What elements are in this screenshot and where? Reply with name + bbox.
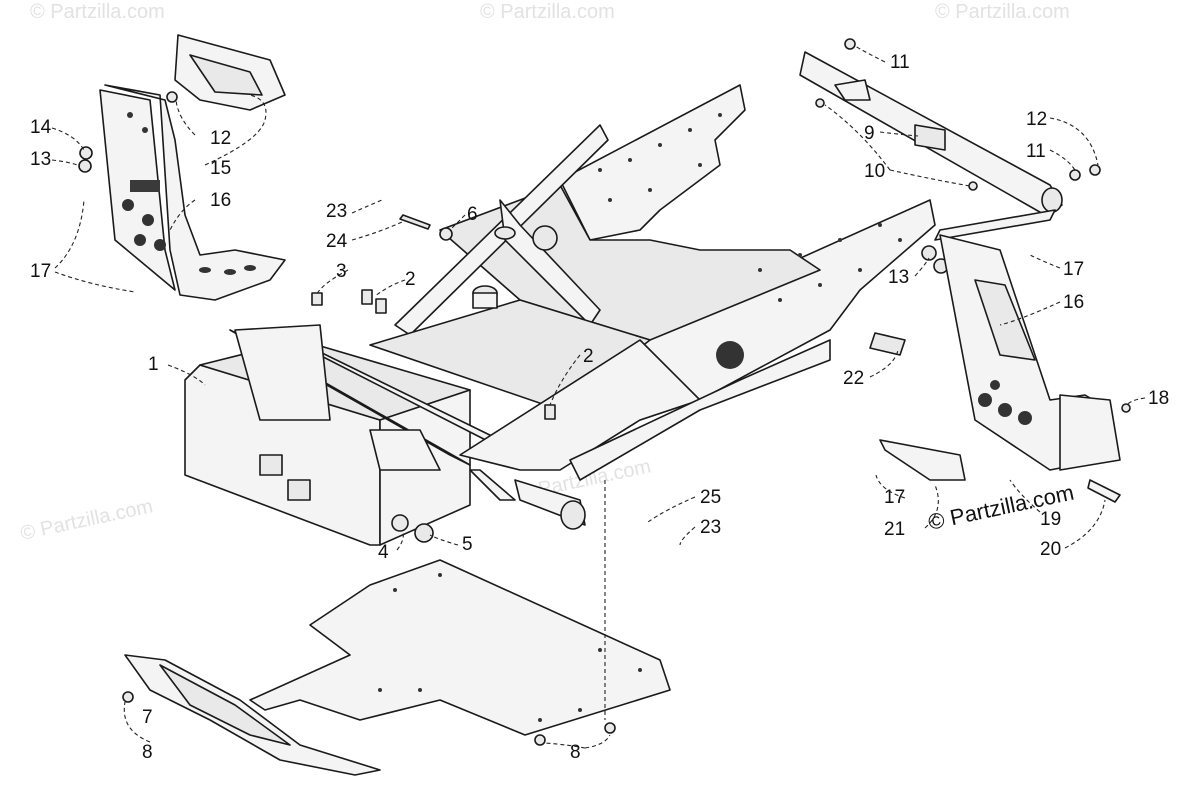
callout-7: 7 <box>142 707 153 728</box>
watermark: © Partzilla.com <box>18 495 154 545</box>
callout-23: 23 <box>326 201 347 222</box>
skid-plate-7 <box>124 654 381 776</box>
bolt-11 <box>844 38 856 50</box>
callout-1: 1 <box>148 354 159 375</box>
callout-2: 2 <box>405 269 416 290</box>
nut-10 <box>968 181 978 191</box>
callout-2: 2 <box>583 346 594 367</box>
left-screw-12 <box>166 91 178 103</box>
callout-17: 17 <box>30 261 51 282</box>
callout-17: 17 <box>1063 259 1084 280</box>
steering-support-9 <box>799 51 1063 241</box>
callout-16: 16 <box>210 190 231 211</box>
callout-12: 12 <box>1026 109 1047 130</box>
callout-8: 8 <box>142 742 153 763</box>
callout-16: 16 <box>1063 292 1084 313</box>
bumper-2 <box>544 404 556 420</box>
callout-22: 22 <box>843 368 864 389</box>
bushing-4 <box>391 514 409 532</box>
watermark: © Partzilla.com <box>480 1 615 23</box>
bumper-2 <box>375 298 387 314</box>
callout-6: 6 <box>467 204 478 225</box>
right-footrest-assembly <box>869 234 1121 503</box>
leader-lines <box>51 45 1146 749</box>
callout-18: 18 <box>1148 388 1169 409</box>
left-footrest-assembly <box>99 34 286 301</box>
grommet-6 <box>439 227 453 241</box>
bolt-18 <box>1121 403 1131 413</box>
callout-10: 10 <box>864 161 885 182</box>
callout-13: 13 <box>888 267 909 288</box>
callout-13: 13 <box>30 149 51 170</box>
screw-8 <box>534 734 546 746</box>
callout-23: 23 <box>700 517 721 538</box>
callout-25: 25 <box>700 487 721 508</box>
callout-12: 12 <box>210 128 231 149</box>
callout-11: 11 <box>890 52 910 73</box>
watermark: © Partzilla.com <box>935 1 1070 23</box>
screw-8 <box>604 722 616 734</box>
callout-21: 21 <box>884 519 905 540</box>
bumper-2 <box>361 289 373 305</box>
callout-17: 17 <box>884 487 905 508</box>
chassis-frame <box>184 84 936 546</box>
callout-3: 3 <box>336 261 347 282</box>
callout-20: 20 <box>1040 539 1061 560</box>
left-bolt-14 <box>79 146 93 160</box>
callout-labels: 14 13 12 15 16 17 1 23 24 6 3 2 2 4 5 11… <box>30 52 1169 763</box>
callout-11: 11 <box>1026 141 1046 162</box>
callout-5: 5 <box>462 534 473 555</box>
watermark: © Partzilla.com <box>30 1 165 23</box>
callout-14: 14 <box>30 117 52 138</box>
callout-8: 8 <box>570 742 581 763</box>
nut-10 <box>815 98 825 108</box>
callout-4: 4 <box>378 542 389 563</box>
bolt-11 <box>1069 169 1081 181</box>
left-nut-13 <box>78 159 92 173</box>
nut-13 <box>921 245 937 261</box>
decal-24 <box>399 214 431 230</box>
screw-8 <box>122 691 134 703</box>
screw-12 <box>1089 164 1101 176</box>
callout-9: 9 <box>864 123 875 144</box>
callout-24: 24 <box>326 231 348 252</box>
callout-15: 15 <box>210 158 231 179</box>
belly-pan <box>249 559 671 736</box>
plug-3 <box>311 292 323 306</box>
callout-19: 19 <box>1040 509 1061 530</box>
washer-5 <box>414 523 434 543</box>
